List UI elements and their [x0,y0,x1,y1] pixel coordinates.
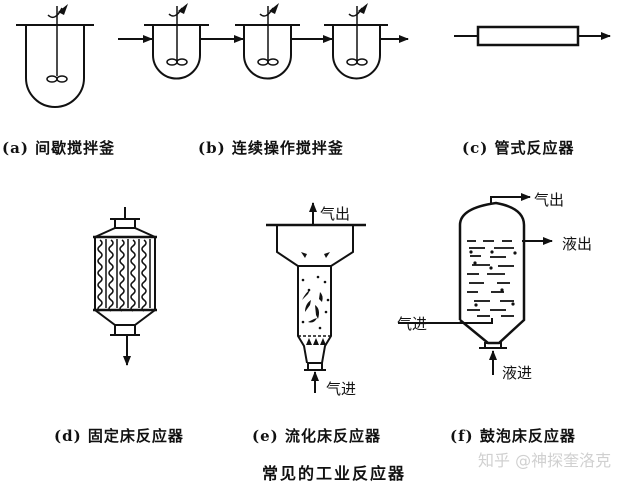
fluidized-gas-in-label: 气进 [326,380,357,398]
figure-title: 常见的工业反应器 [262,464,407,483]
batch-stirred-tank [16,4,94,108]
continuous-stirred-tanks [118,3,409,80]
bubbling-gas-in-label: 气进 [397,315,428,333]
bubbling-liquid-in-label: 液进 [502,364,533,382]
fluidized-gas-out-label: 气出 [320,205,351,223]
bubbling-liquid-out-label: 液出 [562,235,593,253]
caption-continuous-stirred-tank: (b) 连续操作搅拌釜 [198,139,344,157]
caption-batch-stirred-tank: (a) 间歇搅拌釜 [2,139,116,157]
tubular-reactor [454,25,611,47]
watermark: 知乎 @神探奎洛克 [478,451,612,470]
bubbling-gas-out-label: 气出 [534,191,565,209]
caption-fixed-bed-reactor: (d) 固定床反应器 [54,427,184,445]
fixed-bed-reactor [93,207,157,366]
caption-tubular-reactor: (c) 管式反应器 [462,139,575,157]
caption-fluidized-bed-reactor: (e) 流化床反应器 [252,427,381,445]
fluidized-bed-reactor [266,202,366,393]
caption-bubbling-bed-reactor: (f) 鼓泡床反应器 [450,427,576,445]
bubbling-bed-reactor [398,193,553,375]
